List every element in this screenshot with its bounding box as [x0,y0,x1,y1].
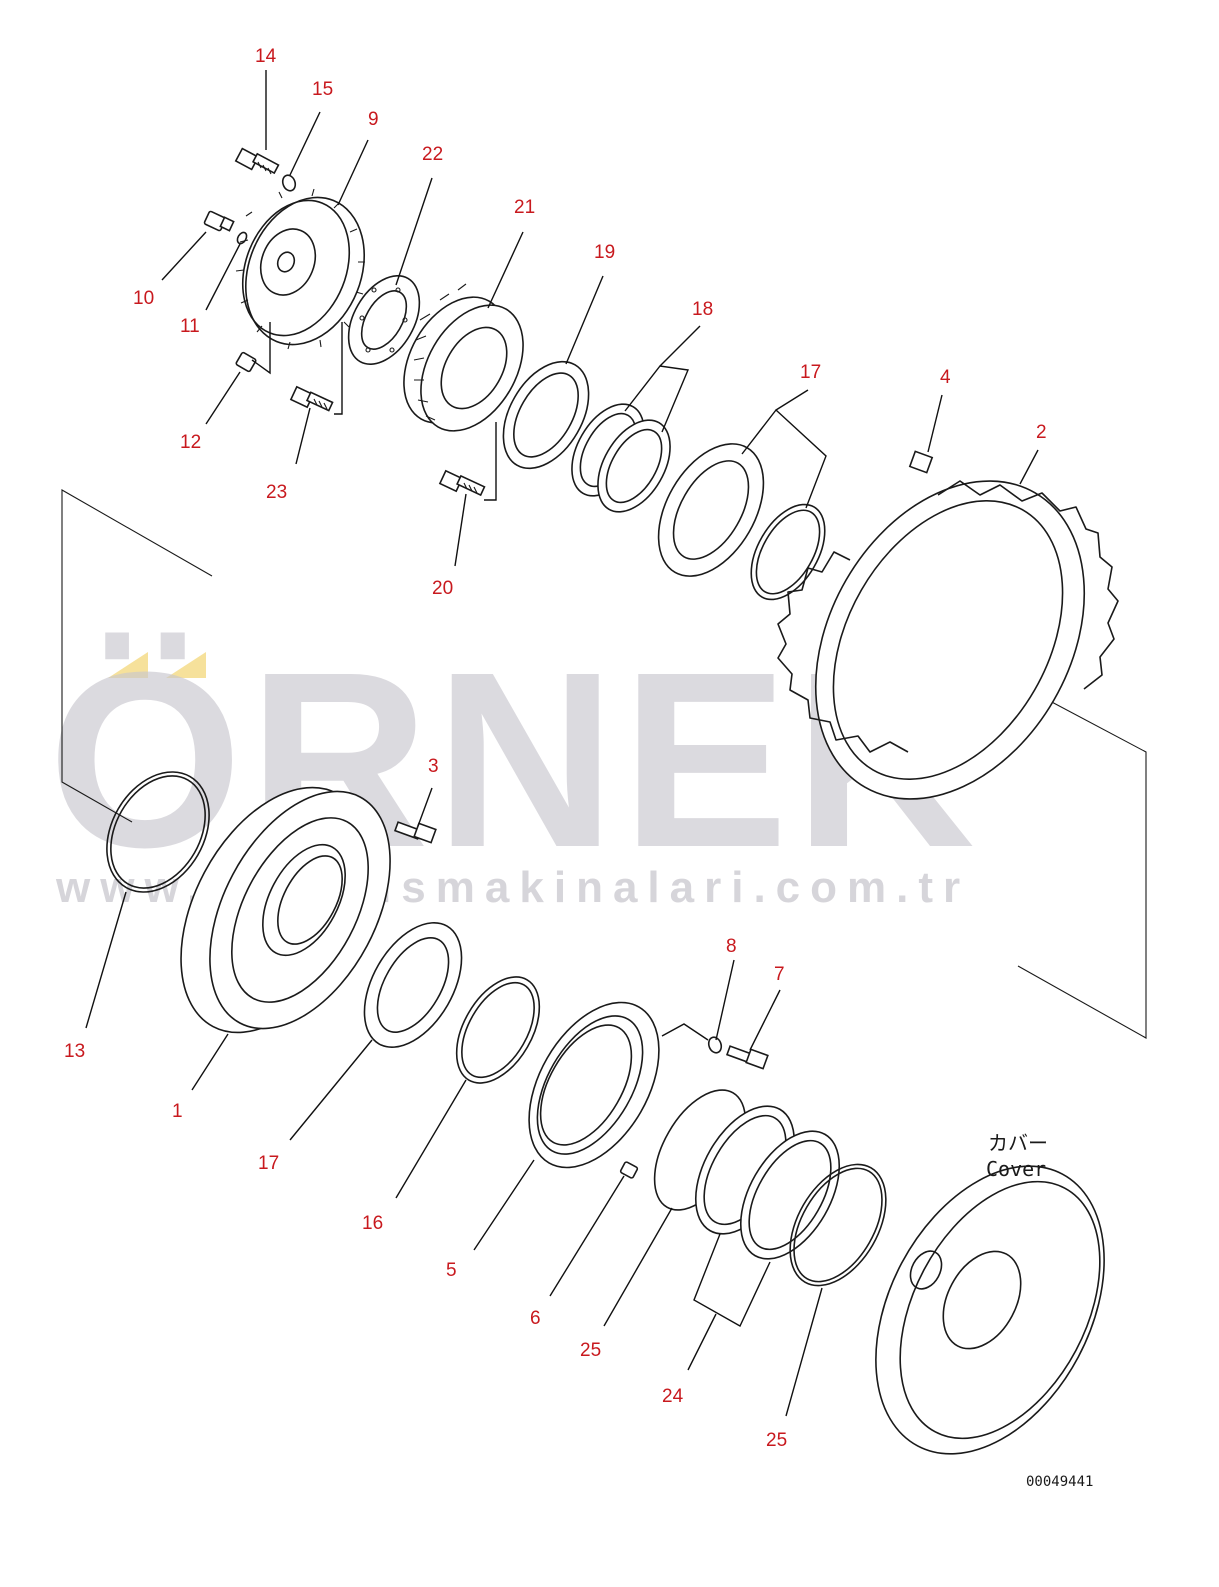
callout-19: 19 [594,242,615,263]
gear-21 [403,283,524,432]
cover-part [875,1165,1105,1455]
callout-17-upper: 17 [800,362,821,383]
watermark-accent-right [166,652,206,678]
watermark-accent-left [108,652,148,678]
plug-10 [203,210,235,232]
callout-23: 23 [266,482,287,503]
bearing-17-lower [363,922,463,1048]
callout-24: 24 [662,1386,684,1407]
o-ring-11 [236,231,248,245]
callout-7: 7 [774,964,785,985]
callout-5: 5 [446,1260,457,1281]
callout-14: 14 [255,46,277,67]
callout-18: 18 [692,299,713,320]
bolt-23 [289,385,334,412]
retainer-5 [528,1001,660,1169]
callout-10: 10 [133,288,154,309]
retainer-19 [502,360,590,470]
washer-15 [281,174,297,192]
callout-labels: 14 15 9 22 21 19 18 17 4 2 10 11 12 23 2… [64,46,1047,1451]
nut-4 [908,450,934,474]
bolt-3 [393,821,437,844]
assembly-frame-lines [61,489,1147,1039]
drawing-number: 00049441 [1026,1474,1093,1490]
bolt-14 [234,147,280,175]
callout-25-lower: 25 [766,1430,787,1451]
callout-21: 21 [514,197,535,218]
callout-17-lower: 17 [258,1153,279,1174]
callout-8: 8 [726,936,737,957]
callout-12: 12 [180,432,201,453]
washer-8 [707,1036,723,1054]
cover-label-english: Cover [986,1157,1046,1181]
callout-25-upper: 25 [580,1340,601,1361]
o-ring-13 [106,771,210,893]
callout-6: 6 [530,1308,541,1329]
callout-11: 11 [180,316,200,337]
leader-lines [85,70,1039,1417]
ring-16 [455,976,541,1084]
callout-9: 9 [368,109,379,130]
parts [106,147,1119,1455]
bolt-20 [438,469,486,497]
callout-15: 15 [312,79,333,100]
callout-13: 13 [64,1041,85,1062]
callout-1: 1 [172,1101,183,1122]
callout-16: 16 [362,1213,383,1234]
callout-22: 22 [422,144,443,165]
thrust-washer-22 [347,275,421,365]
o-ring-25-lower [789,1163,887,1287]
callout-3: 3 [428,756,439,777]
bearing-rings-18 [571,403,671,513]
bolt-7 [725,1045,769,1070]
floating-seal-24 [694,1105,841,1260]
callout-4: 4 [940,367,951,388]
hub-1 [180,786,391,1034]
callout-20: 20 [432,578,453,599]
plug-12 [235,351,257,373]
cover-label: カバー Cover [986,1131,1048,1181]
cover-label-japanese: カバー [988,1131,1048,1155]
sprocket-segments-2 [777,480,1119,800]
callout-2: 2 [1036,422,1047,443]
plug-6 [619,1161,639,1179]
